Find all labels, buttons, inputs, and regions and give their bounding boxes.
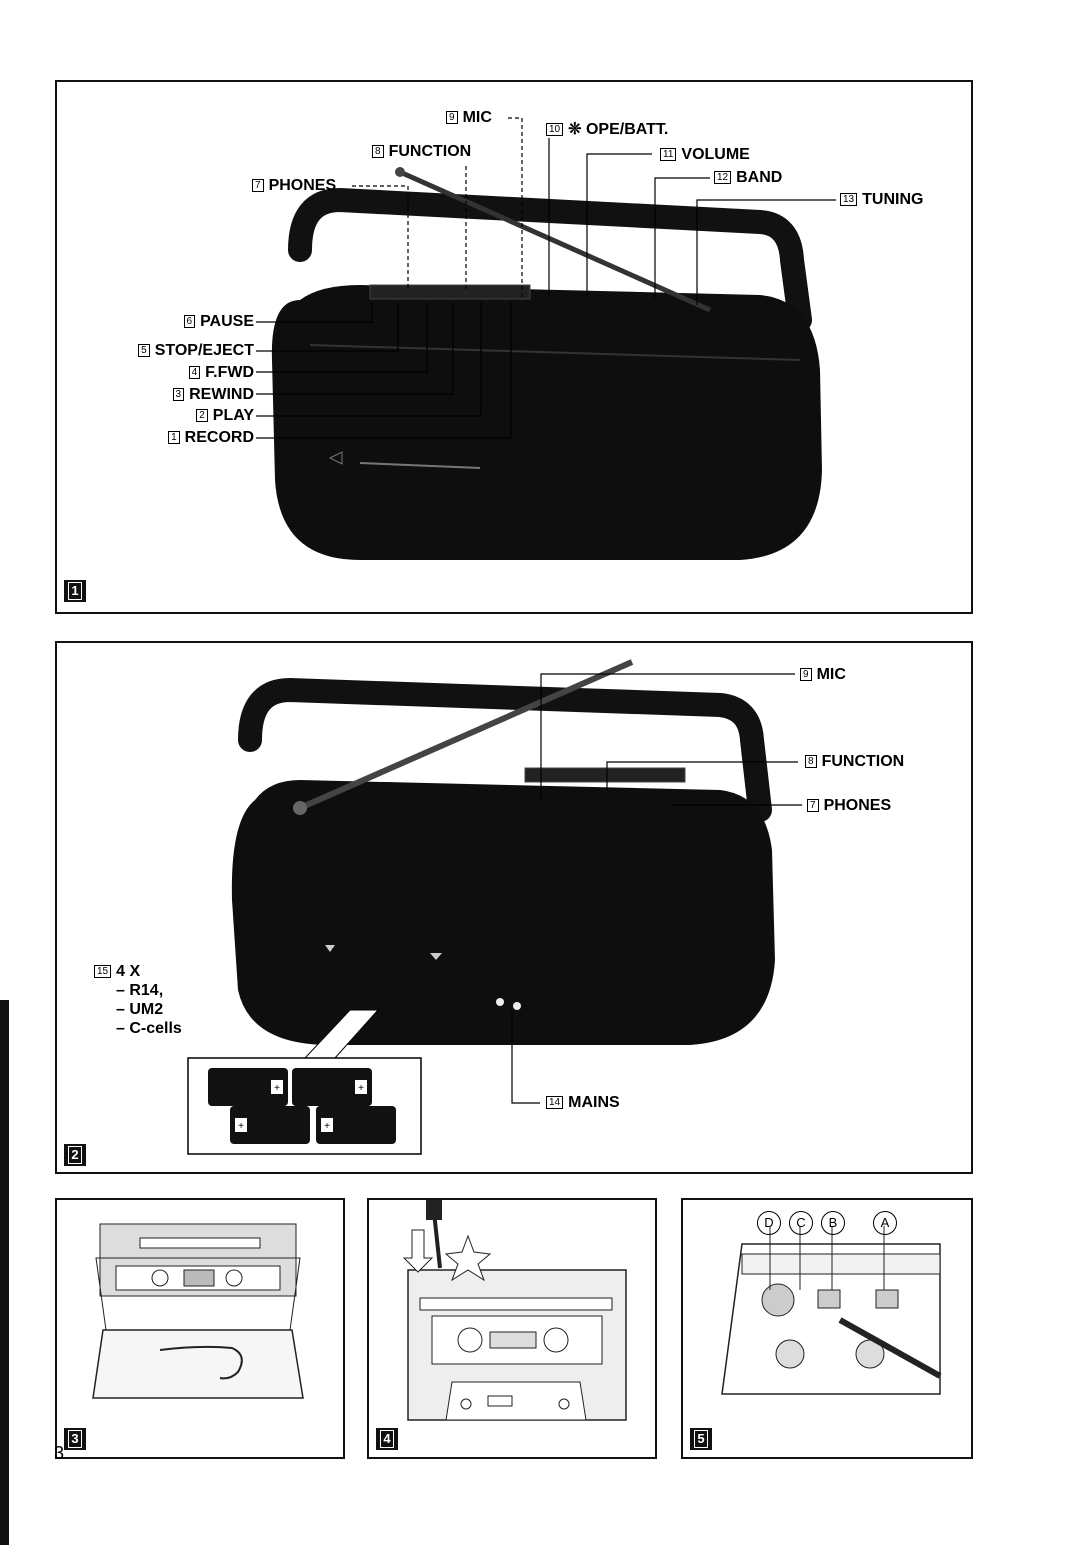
figure-4-frame <box>367 1198 657 1459</box>
page-number: 3 <box>54 1443 65 1463</box>
svg-text:+: + <box>358 1083 364 1094</box>
fig5-point-labels: D C B A <box>757 1211 897 1235</box>
svg-text:+: + <box>324 1121 330 1132</box>
point-d-label: D <box>757 1211 781 1235</box>
fig5-mechanism <box>721 1226 942 1395</box>
figure-3-badge: 3 <box>64 1428 86 1450</box>
figure-5-frame <box>681 1198 973 1459</box>
svg-text:+: + <box>274 1083 280 1094</box>
fig3-cassette <box>92 1223 304 1399</box>
point-c-label: C <box>789 1211 813 1235</box>
fig4-cassette <box>402 1200 627 1421</box>
figure-3-frame <box>55 1198 345 1459</box>
point-b-label: B <box>821 1211 845 1235</box>
label-ope-batt: 10❊ OPE/BATT. <box>546 121 668 139</box>
svg-text:+: + <box>238 1121 244 1132</box>
figure-2-frame <box>55 641 973 1174</box>
figure-2-badge: 2 <box>64 1144 86 1166</box>
figure-1-badge: 1 <box>64 580 86 602</box>
figure-5-badge: 5 <box>690 1428 712 1450</box>
figure-4-badge: 4 <box>376 1428 398 1450</box>
point-a-label: A <box>873 1211 897 1235</box>
page-edge-bar <box>0 1000 9 1545</box>
